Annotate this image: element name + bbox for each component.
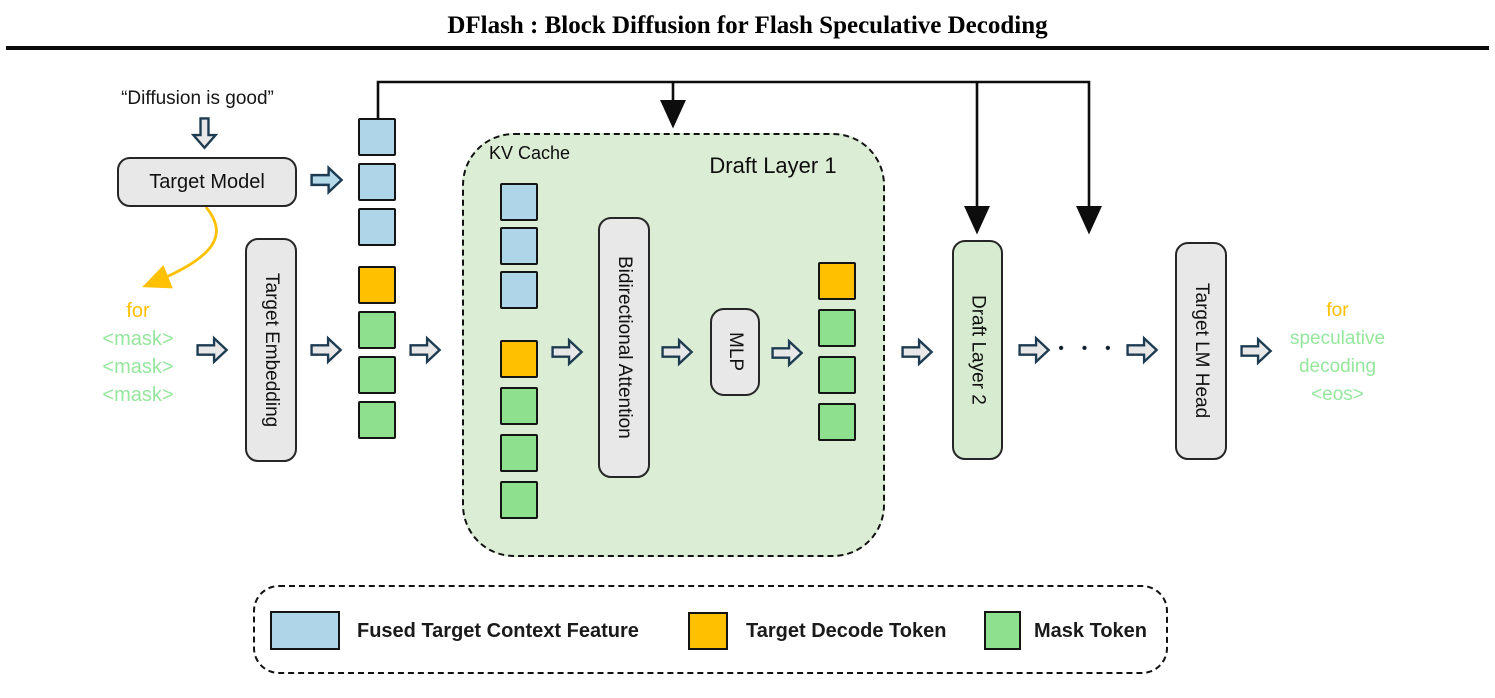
legend-swatch-context-feature (270, 611, 340, 650)
flow-arrow (310, 335, 343, 365)
mlp-box: MLP (710, 308, 760, 396)
flow-arrow (901, 337, 934, 367)
orange-token-square (500, 340, 538, 378)
flow-arrow (1240, 336, 1273, 366)
input-prompt: “Diffusion is good” (121, 88, 274, 109)
more-layers-ellipsis: • • • (1058, 340, 1118, 357)
flow-arrow (409, 335, 442, 365)
flow-arrow (1126, 335, 1159, 365)
green-token-square (358, 311, 396, 349)
target-model-box: Target Model (117, 157, 297, 207)
flow-arrow (1018, 335, 1051, 365)
blue-token-square (358, 163, 396, 201)
mask-token-text: <mask> (102, 384, 174, 406)
context-feature-column (358, 118, 396, 246)
orange-token-square (358, 266, 396, 304)
blue-token-square (358, 118, 396, 156)
green-token-square (500, 481, 538, 519)
blue-token-square (358, 208, 396, 246)
draft-layer-2-label: Draft Layer 2 (967, 295, 989, 405)
output-text: for speculative decoding <eos> (1270, 297, 1405, 409)
legend-label-decode-token: Target Decode Token (746, 620, 947, 642)
mlp-label: MLP (725, 332, 746, 372)
green-token-square (500, 434, 538, 472)
target-model-to-token-arrow (142, 206, 218, 289)
prompt-down-arrow (191, 117, 218, 150)
draft-block-text: for <mask> <mask> <mask> (83, 297, 193, 409)
draft-output-column (818, 262, 856, 441)
blue-token-square (500, 183, 538, 221)
kv-cache-label: KV Cache (489, 143, 571, 163)
decode-token-text: for (126, 300, 150, 322)
legend-label-mask-token: Mask Token (1034, 620, 1147, 642)
target-lm-head-label: Target LM Head (1191, 283, 1212, 419)
green-token-square (358, 356, 396, 394)
target-embedding-label: Target Embedding (261, 272, 282, 428)
mask-token-text: <mask> (102, 328, 174, 350)
green-token-square (358, 401, 396, 439)
title-divider (6, 46, 1489, 50)
green-token-square (818, 403, 856, 441)
green-token-square (500, 387, 538, 425)
green-token-square (818, 356, 856, 394)
kv-cache-column (500, 183, 538, 309)
draft-layer-1-label: Draft Layer 1 (709, 153, 837, 178)
context-feature-arrow (310, 165, 344, 195)
output-line: decoding (1298, 356, 1377, 377)
orange-token-square (818, 262, 856, 300)
legend-swatch-mask-token (984, 611, 1021, 650)
blue-token-square (500, 227, 538, 265)
mask-token-text: <mask> (102, 356, 174, 378)
output-line: speculative (1289, 328, 1386, 349)
target-lm-head-box: Target LM Head (1175, 242, 1227, 460)
bidirectional-attention-label: Bidirectional Attention (614, 256, 635, 439)
blue-token-square (500, 271, 538, 309)
green-token-square (818, 309, 856, 347)
legend-swatch-decode-token (688, 612, 728, 650)
target-embedding-box: Target Embedding (245, 238, 297, 462)
output-line: <eos> (1311, 384, 1364, 405)
legend-label-context-feature: Fused Target Context Feature (357, 620, 639, 642)
flow-arrow (196, 335, 229, 365)
block-token-column (358, 266, 396, 439)
draft-layer-2-box: Draft Layer 2 (952, 240, 1003, 460)
diagram-title: DFlash : Block Diffusion for Flash Specu… (447, 12, 1048, 39)
output-decode-token: for (1326, 300, 1349, 321)
target-model-label: Target Model (149, 170, 265, 193)
bidirectional-attention-box: Bidirectional Attention (598, 217, 650, 478)
draft-input-column (500, 340, 538, 519)
